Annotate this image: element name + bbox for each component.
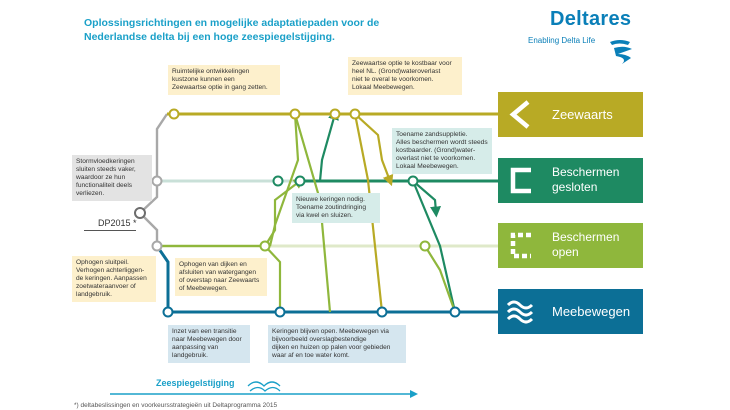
tile-label: Beschermen gesloten [552, 165, 619, 195]
tile-label-line: Beschermen [552, 230, 620, 244]
note-line: kostbaarder. (Grond)water- [396, 147, 476, 154]
note-line: Nieuwe keringen nodig. [296, 196, 365, 203]
note-zeewaartse-optie: Zeewaartse optie te kostbaar voor heel N… [348, 57, 462, 95]
tile-label: Zeewaarts [552, 107, 613, 122]
deltares-logo: Deltares Enabling Delta Life [520, 8, 650, 64]
note-line: waar af en toe water komt. [272, 352, 350, 359]
tile-label-line: Zeewaarts [552, 107, 613, 122]
existing-strategy-lines [139, 113, 168, 243]
waves-icon [506, 300, 534, 324]
note-line: landgebruik. [172, 352, 208, 359]
note-line: Alles beschermen wordt steeds [396, 139, 488, 146]
note-line: kustzone kunnen een [172, 76, 235, 83]
note-line: landgebruik. [76, 291, 112, 298]
logo-name: Deltares [550, 8, 632, 30]
title-line-2: Nederlandse delta bij een hoge zeespiege… [84, 31, 335, 43]
sea-level-rise-label: Zeespiegelstijging [156, 378, 235, 388]
note-line: dijken en huizen op palen voor gebieden [272, 344, 391, 351]
note-line: heel NL. (Grond)wateroverlast [352, 68, 441, 75]
dp2015-label: DP2015 * [98, 218, 137, 228]
note-line: Lokaal Meebewegen. [396, 163, 459, 170]
strategy-tile-meebewegen: Meebewegen [498, 289, 643, 334]
tile-label-line: open [552, 245, 579, 259]
title-line-1: Oplossingsrichtingen en mogelijke adapta… [84, 17, 380, 29]
note-line: Verhogen achterliggen- [76, 267, 145, 274]
tile-label-line: Meebewegen [552, 304, 631, 319]
note-line: overlast niet te voorkomen. [396, 155, 476, 162]
tile-label: Beschermen open [552, 230, 619, 260]
logo-tagline: Enabling Delta Life [528, 36, 596, 45]
note-line: Zeewaartse optie te kostbaar voor [352, 60, 452, 67]
strategy-tile-zeewaarts: Zeewaarts [498, 92, 643, 137]
pathway-meebewegen-line [155, 245, 498, 314]
tile-label: Meebewegen [552, 304, 630, 319]
note-toename-zandsuppletie: Toename zandsuppletie. Alles beschermen … [392, 128, 492, 174]
note-line: Ophogen van dijken en [179, 261, 247, 268]
diagram-title: Oplossingsrichtingen en mogelijke adapta… [84, 16, 384, 44]
note-line: via kwel en sluizen. [296, 212, 353, 219]
note-line: de keringen. Aanpassen [76, 275, 147, 282]
note-line: Stormvloedkeringen [76, 158, 135, 165]
note-line: bijvoorbeeld overslagbestendige [272, 336, 367, 343]
note-line: waardoor ze hun [76, 174, 126, 181]
note-line: verliezen. [76, 190, 105, 197]
sea-level-axis [110, 381, 418, 398]
note-line: Inzet van een transitie [172, 328, 237, 335]
note-stormvloedkeringen: Stormvloedkeringen sluiten steeds vaker,… [72, 155, 152, 201]
note-line: aanpassing van [172, 344, 219, 351]
note-line: Zeewaartse optie in gang zetten. [172, 84, 268, 91]
dp2015-underline [84, 230, 136, 231]
strategy-tile-beschermen-gesloten: Beschermen gesloten [498, 158, 643, 203]
tile-label-line: Beschermen [552, 165, 620, 179]
footnote: *) deltabeslissingen en voorkeursstrateg… [74, 402, 278, 409]
note-ophogen-sluitpeil: Ophogen sluitpeil. Verhogen achterliggen… [72, 256, 156, 302]
note-line: niet te overal te voorkomen. [352, 76, 434, 83]
note-line: Lokaal Meebewegen. [352, 84, 415, 91]
note-nieuwe-keringen: Nieuwe keringen nodig. Toename zoutindri… [292, 193, 380, 223]
note-keringen-blijven-open: Keringen blijven open. Meebewegen via bi… [268, 325, 406, 363]
zeewaarts-chevron-icon [509, 100, 530, 129]
note-line: Ophogen sluitpeil. [76, 259, 129, 266]
strategy-tile-beschermen-open: Beschermen open [498, 223, 643, 268]
note-line: Toename zandsuppletie. [396, 131, 468, 138]
transfer-lines [157, 108, 457, 313]
deltares-wave-mark-icon [610, 40, 632, 64]
closed-bracket-icon [510, 167, 531, 194]
tile-label-line: gesloten [552, 180, 598, 194]
note-ophogen-dijken: Ophogen van dijken en afsluiten van wate… [175, 258, 267, 296]
decision-points [134, 108, 461, 318]
note-line: Toename zoutindringing [296, 204, 367, 211]
note-line: of overstap naar Zeewaarts [179, 277, 260, 284]
note-line: afsluiten van watergangen [179, 269, 256, 276]
note-line: naar Meebewegen door [172, 336, 242, 343]
note-line: sluiten steeds vaker, [76, 166, 136, 173]
note-ruimtelijke-ontwikkelingen: Ruimtelijke ontwikkelingen kustzone kunn… [168, 65, 280, 95]
note-line: Keringen blijven open. Meebewegen via [272, 328, 389, 335]
note-inzet-transitie: Inzet van een transitie naar Meebewegen … [168, 325, 250, 363]
note-line: zoetwateraanvoer of [76, 283, 136, 290]
note-line: of Meebewegen. [179, 285, 228, 292]
note-line: functionaliteit deels [76, 182, 133, 189]
open-bracket-icon [510, 232, 531, 259]
note-line: Ruimtelijke ontwikkelingen [172, 68, 250, 75]
